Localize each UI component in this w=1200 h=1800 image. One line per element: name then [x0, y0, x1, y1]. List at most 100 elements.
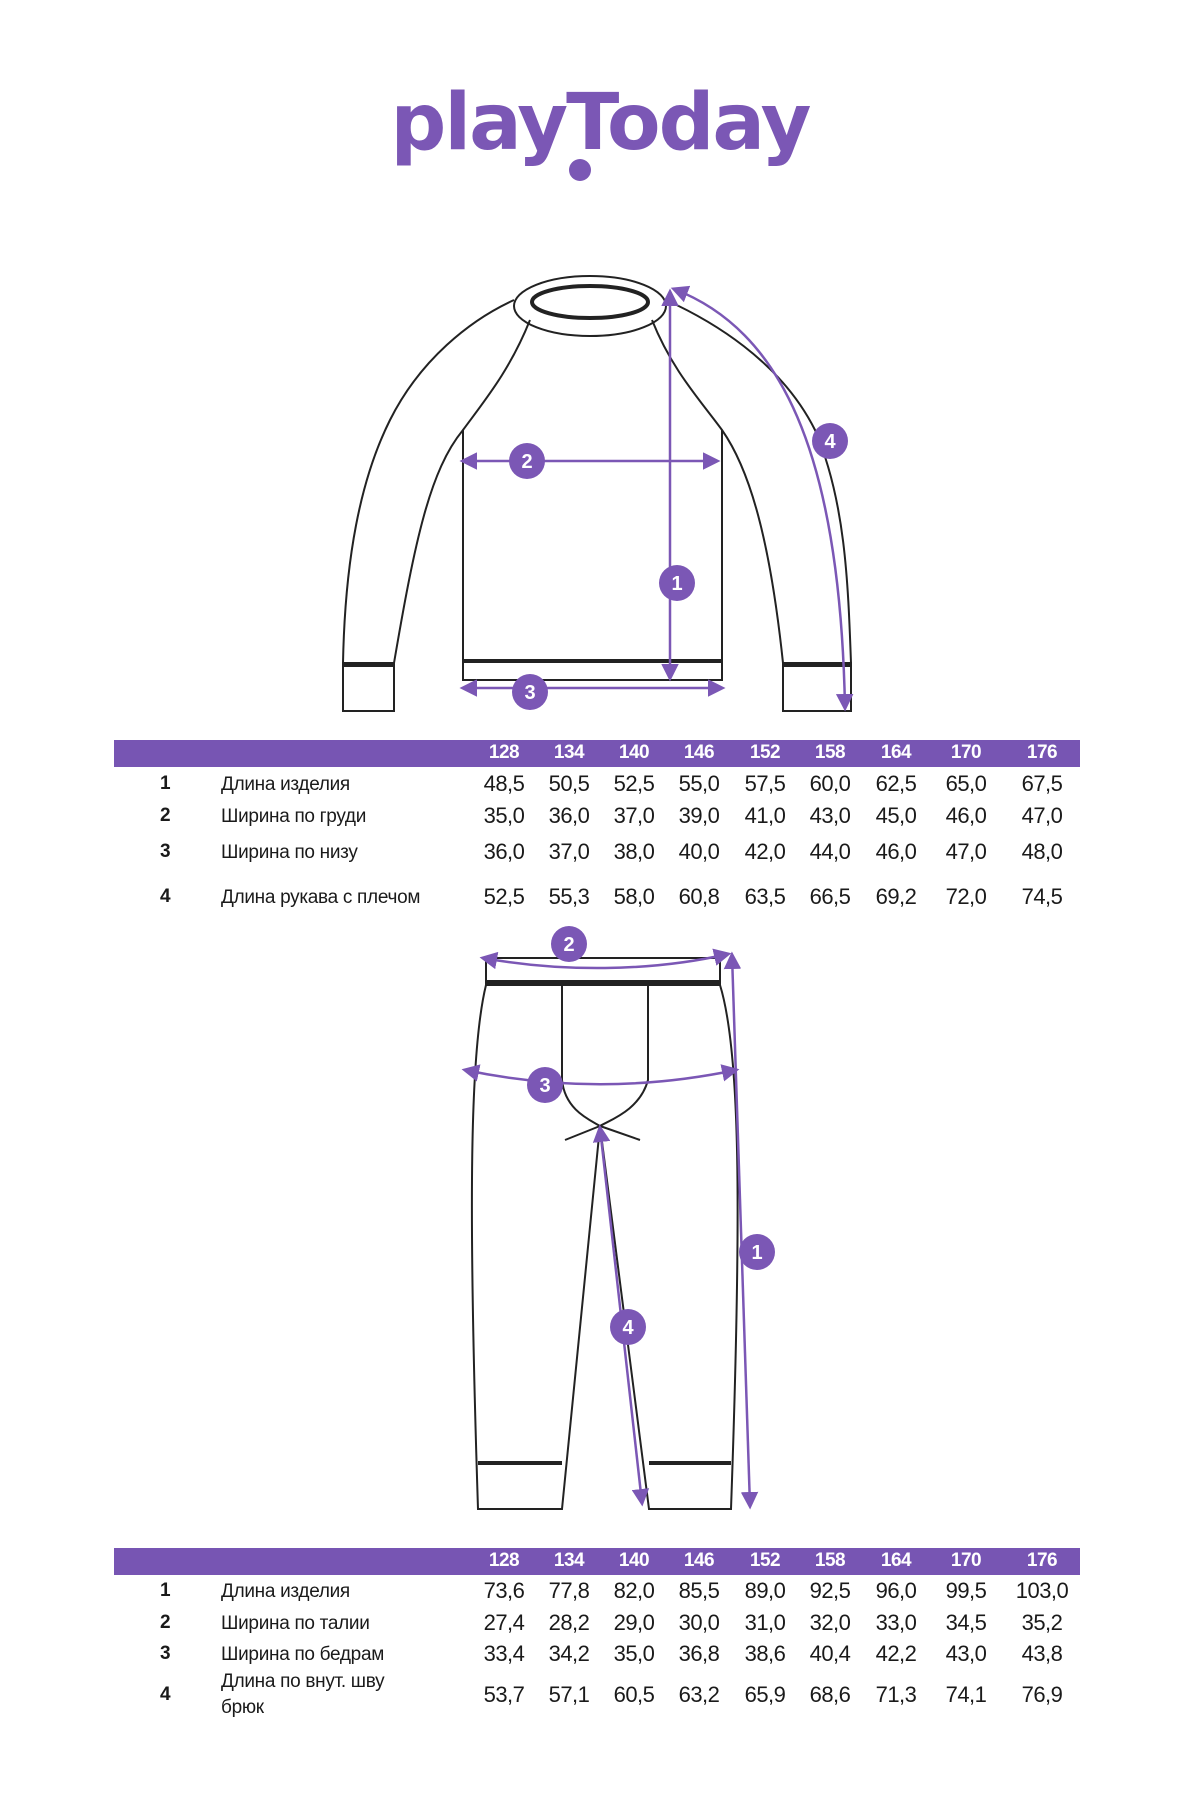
table-cell: 74,5: [1021, 884, 1063, 909]
table-cell: 52,5: [483, 884, 525, 909]
table-cell: 69,2: [875, 884, 917, 909]
row-label: Ширина по низу: [221, 842, 358, 863]
marker-4-sweatshirt: 4: [812, 423, 848, 459]
table-cell: 60,8: [678, 884, 720, 909]
marker-1-sweatshirt: 1: [659, 565, 695, 601]
table-cell: 65,0: [945, 771, 987, 796]
table-cell: 27,4: [483, 1610, 525, 1635]
marker-3-pants: 3: [527, 1067, 563, 1103]
table-cell: 57,1: [548, 1682, 590, 1707]
row-label: Длина изделия: [221, 774, 350, 795]
table-cell: 36,8: [678, 1641, 720, 1666]
table-cell: 74,1: [945, 1682, 987, 1707]
table-cell: 35,0: [613, 1641, 655, 1666]
row-number: 4: [160, 1684, 171, 1705]
row-number: 1: [160, 773, 171, 794]
table-cell: 34,5: [945, 1610, 987, 1635]
size-header: 134: [553, 1550, 585, 1571]
pants-measure-lines: [461, 948, 759, 1510]
row-number: 1: [160, 1580, 171, 1601]
row-label: Длина по внут. шву брюк: [221, 1671, 385, 1718]
table-cell: 38,0: [613, 839, 655, 864]
brand-logo: playToday: [390, 78, 812, 168]
table-cell: 40,0: [678, 839, 720, 864]
svg-text:3: 3: [524, 682, 535, 704]
table-cell: 89,0: [744, 1578, 786, 1603]
table-cell: 63,2: [678, 1682, 720, 1707]
table-cell: 29,0: [613, 1610, 655, 1635]
table-cell: 82,0: [613, 1578, 655, 1603]
table-cell: 62,5: [875, 771, 917, 796]
table-cell: 72,0: [945, 884, 987, 909]
table-cell: 60,5: [613, 1682, 655, 1707]
size-header: 176: [1026, 742, 1058, 763]
table-cell: 71,3: [875, 1682, 917, 1707]
svg-text:4: 4: [622, 1317, 634, 1339]
table-cell: 38,6: [744, 1641, 786, 1666]
svg-text:1: 1: [751, 1242, 762, 1264]
table-cell: 67,5: [1021, 771, 1063, 796]
table-cell: 73,6: [483, 1578, 525, 1603]
svg-text:2: 2: [563, 934, 574, 956]
table-cell: 55,3: [548, 884, 590, 909]
size-header: 158: [814, 1550, 846, 1571]
table-cell: 30,0: [678, 1610, 720, 1635]
marker-1-pants: 1: [739, 1234, 775, 1270]
bottom-table-header: [114, 1548, 1080, 1575]
table-cell: 53,7: [483, 1682, 525, 1707]
sweatshirt-drawing: [342, 275, 852, 712]
table-cell: 40,4: [809, 1641, 851, 1666]
row-number: 3: [160, 841, 171, 862]
row-label: Длина рукава с плечом: [221, 887, 421, 908]
size-header: 146: [683, 1550, 715, 1571]
table-cell: 68,6: [809, 1682, 851, 1707]
table-cell: 45,0: [875, 803, 917, 828]
table-cell: 41,0: [744, 803, 786, 828]
table-cell: 66,5: [809, 884, 851, 909]
table-cell: 52,5: [613, 771, 655, 796]
svg-text:3: 3: [539, 1075, 550, 1097]
table-cell: 42,0: [744, 839, 786, 864]
table-cell: 63,5: [744, 884, 786, 909]
table-cell: 32,0: [809, 1610, 851, 1635]
table-cell: 92,5: [809, 1578, 851, 1603]
row-number: 4: [160, 886, 171, 907]
size-header: 152: [749, 742, 781, 763]
svg-text:4: 4: [824, 431, 836, 453]
table-cell: 44,0: [809, 839, 851, 864]
table-cell: 43,0: [809, 803, 851, 828]
size-header: 146: [683, 742, 715, 763]
table-cell: 43,0: [945, 1641, 987, 1666]
table-cell: 58,0: [613, 884, 655, 909]
table-cell: 48,0: [1021, 839, 1063, 864]
size-header: 140: [618, 1550, 650, 1571]
row-number: 2: [160, 1612, 171, 1633]
table-cell: 85,5: [678, 1578, 720, 1603]
table-cell: 50,5: [548, 771, 590, 796]
table-cell: 43,8: [1021, 1641, 1063, 1666]
table-cell: 36,0: [548, 803, 590, 828]
row-label: Ширина по талии: [221, 1613, 370, 1634]
table-cell: 46,0: [875, 839, 917, 864]
table-cell: 39,0: [678, 803, 720, 828]
table-cell: 103,0: [1015, 1578, 1069, 1603]
table-cell: 96,0: [875, 1578, 917, 1603]
table-cell: 34,2: [548, 1641, 590, 1666]
svg-text:2: 2: [521, 451, 532, 473]
table-cell: 33,4: [483, 1641, 525, 1666]
table-cell: 36,0: [483, 839, 525, 864]
table-cell: 60,0: [809, 771, 851, 796]
size-header: 134: [553, 742, 585, 763]
size-header: 164: [880, 1550, 912, 1571]
table-cell: 37,0: [613, 803, 655, 828]
size-header: 128: [488, 742, 520, 763]
row-label: Длина изделия: [221, 1581, 350, 1602]
size-header: 158: [814, 742, 846, 763]
size-header: 170: [950, 1550, 982, 1571]
table-cell: 46,0: [945, 803, 987, 828]
table-cell: 77,8: [548, 1578, 590, 1603]
row-label: Ширина по груди: [221, 806, 367, 827]
logo-dot: [569, 159, 591, 181]
table-cell: 33,0: [875, 1610, 917, 1635]
table-cell: 76,9: [1021, 1682, 1063, 1707]
